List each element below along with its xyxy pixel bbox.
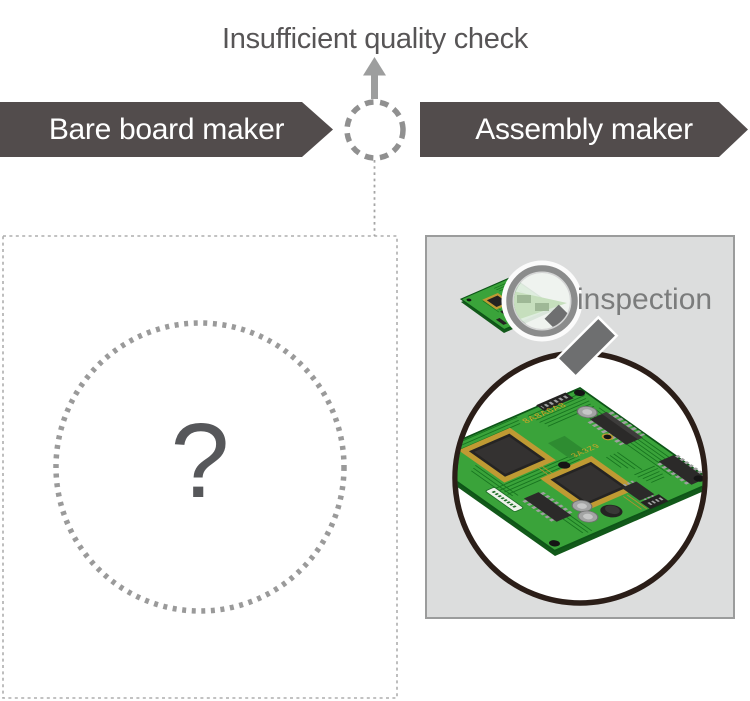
quality-check-node [344,99,406,161]
pcb-zoom-circle: 8A8A6A8 3A3Z9 [452,350,708,606]
inspection-label: inspection [577,283,713,316]
flow-arrow-assembly-maker: Assembly maker [420,102,748,157]
up-arrow-icon [363,57,386,99]
flow-arrow-left-label: Bare board maker [48,112,285,146]
placeholder-dotted-circle [53,320,347,614]
magnifier-icon [501,260,619,379]
pcb-large-illustration: 8A8A6A8 3A3Z9 [457,387,703,556]
question-mark: ? [170,402,230,520]
page-title: Insufficient quality check [221,23,528,55]
bare-board-placeholder-box [2,235,398,699]
flow-arrow-right-label: Assembly maker [475,112,693,146]
flow-arrow-bare-board-maker: Bare board maker [0,102,333,157]
